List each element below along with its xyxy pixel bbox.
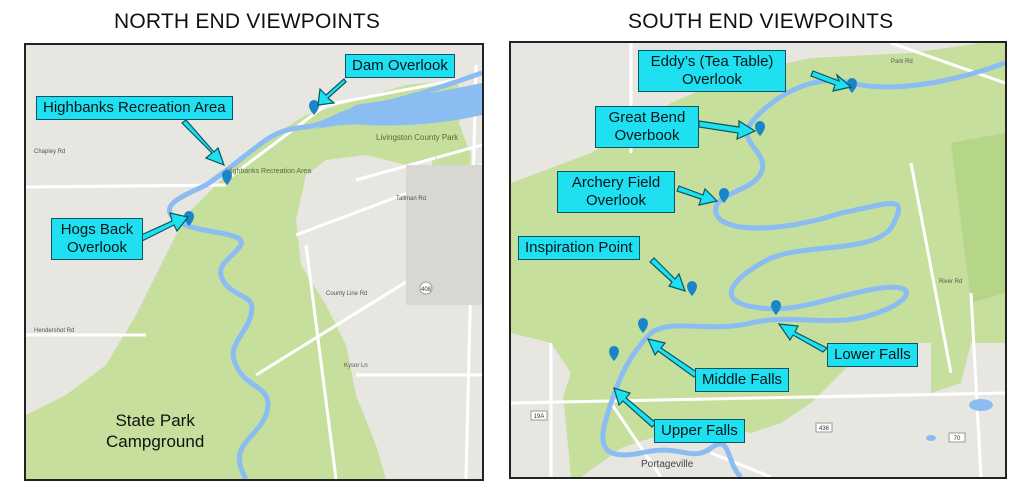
south-title: SOUTH END VIEWPOINTS bbox=[628, 10, 894, 33]
marker-icon-middlefalls bbox=[638, 318, 648, 333]
north-road-label: County Line Rd bbox=[326, 291, 367, 297]
hogsback-label-line1: Hogs Back bbox=[60, 221, 134, 238]
south-park-area bbox=[511, 43, 1005, 477]
north-highbanks-maplabel: Highbanks Recreation Area bbox=[226, 168, 311, 175]
marker-icon-greatbend bbox=[755, 121, 765, 136]
route-shield: 19A bbox=[534, 414, 545, 420]
greatbend-label-line1: Great Bend bbox=[608, 109, 686, 126]
marker-icon-inspiration bbox=[687, 281, 697, 296]
eddys-label-line2: Overlook bbox=[681, 71, 743, 88]
hogsback-label[interactable]: Hogs Back Overlook bbox=[51, 218, 143, 260]
north-map-canvas: 408 Livingston County Park Highbanks Rec… bbox=[26, 64, 482, 479]
south-river bbox=[600, 60, 1005, 477]
dam-overlook-label[interactable]: Dam Overlook bbox=[345, 54, 455, 78]
north-title: NORTH END VIEWPOINTS bbox=[114, 10, 381, 33]
south-markers bbox=[609, 78, 857, 361]
campground-label-line1: State Park bbox=[115, 411, 195, 430]
marker-icon-hogsback bbox=[184, 211, 194, 226]
south-road-label: Park Rd bbox=[891, 59, 913, 65]
marker-icon-archery bbox=[719, 188, 729, 203]
marker-icon-upperfalls bbox=[609, 346, 619, 361]
south-roads bbox=[511, 43, 1005, 477]
archery-field-overlook-label[interactable]: Archery Field Overlook bbox=[557, 171, 675, 213]
south-map-canvas: 19A 436 70 Portageville River Rd Park Rd bbox=[511, 43, 1005, 477]
south-arrows bbox=[613, 70, 853, 428]
south-town-label: Portageville bbox=[641, 459, 694, 470]
south-road-label: River Rd bbox=[939, 279, 962, 285]
svg-text:408: 408 bbox=[421, 287, 432, 293]
north-park-label: Livingston County Park bbox=[376, 133, 459, 142]
inspiration-point-label[interactable]: Inspiration Point bbox=[518, 236, 640, 260]
archery-label-line1: Archery Field bbox=[571, 174, 661, 191]
north-road-label: Hendershot Rd bbox=[34, 328, 74, 334]
north-map[interactable]: 408 Livingston County Park Highbanks Rec… bbox=[24, 43, 484, 481]
archery-label-line2: Overlook bbox=[585, 192, 647, 209]
marker-icon-lowerfalls bbox=[771, 300, 781, 315]
greatbend-overlook-label[interactable]: Great Bend Overbook bbox=[595, 106, 699, 148]
north-road-label: Tallman Rd bbox=[396, 196, 426, 202]
north-markers bbox=[184, 100, 319, 226]
greatbend-label-line2: Overbook bbox=[614, 127, 680, 144]
north-road-label: Kysor Ln bbox=[344, 363, 368, 369]
north-river bbox=[166, 70, 482, 479]
eddys-overlook-label[interactable]: Eddy’s (Tea Table) Overlook bbox=[638, 50, 786, 92]
highbanks-label[interactable]: Highbanks Recreation Area bbox=[36, 96, 233, 120]
marker-icon-dam bbox=[309, 100, 319, 115]
upper-falls-label[interactable]: Upper Falls bbox=[654, 419, 745, 443]
north-road-label: Chapley Rd bbox=[34, 149, 65, 155]
hogsback-label-line2: Overlook bbox=[66, 239, 128, 256]
route-shield: 70 bbox=[954, 436, 961, 442]
middle-falls-label[interactable]: Middle Falls bbox=[695, 368, 790, 392]
north-arrows bbox=[138, 78, 347, 242]
eddys-label-line1: Eddy’s (Tea Table) bbox=[650, 53, 774, 70]
lower-falls-label[interactable]: Lower Falls bbox=[827, 343, 918, 367]
marker-icon-eddys bbox=[847, 78, 857, 93]
campground-label-line2: Campground bbox=[106, 432, 205, 451]
route-shield: 436 bbox=[819, 426, 830, 432]
north-park-area bbox=[26, 80, 466, 479]
south-map[interactable]: 19A 436 70 Portageville River Rd Park Rd bbox=[509, 41, 1007, 479]
marker-icon-highbanks bbox=[222, 170, 232, 185]
campground-label: State Park Campground bbox=[106, 410, 204, 452]
